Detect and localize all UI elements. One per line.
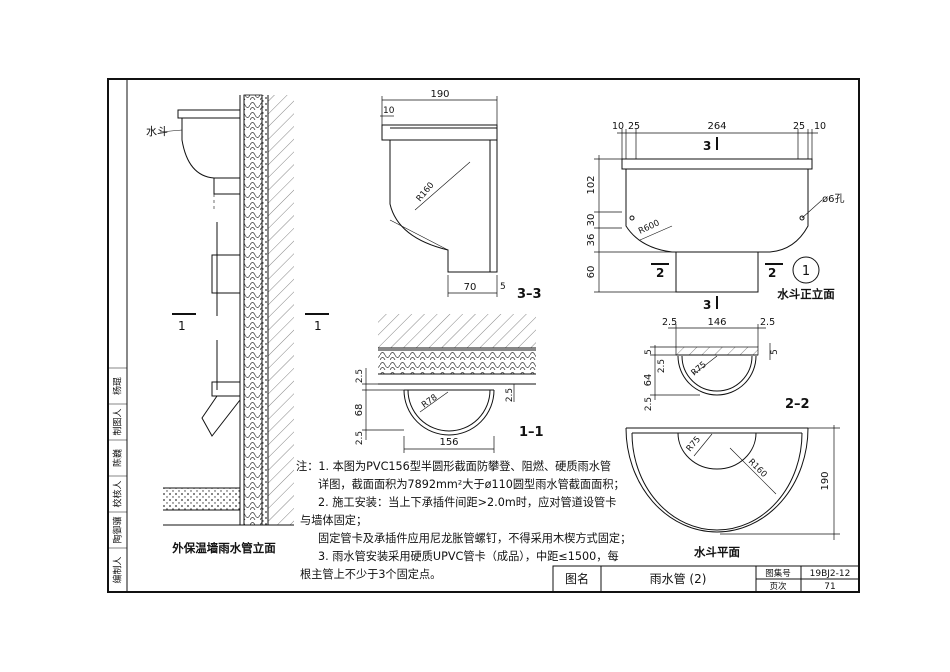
dim-front-top-3: 264 — [707, 121, 726, 132]
atlas-no-label: 图集号 — [765, 568, 791, 579]
section-1-1-insulation — [378, 350, 536, 374]
dim-front-left-2: 30 — [586, 214, 597, 227]
side-bar-label-1: 编制人 — [112, 556, 124, 583]
dim-3-3-gap: 5 — [500, 282, 506, 292]
side-bar-signature-6: 杨琨 — [112, 377, 124, 395]
dim-2-2-left-2: 2.5 — [657, 359, 667, 373]
dim-3-3-top: 190 — [430, 89, 449, 100]
hopper-shape — [177, 109, 241, 179]
elevation-view: 水斗 1 1 外保温墙雨水管立面 — [146, 94, 329, 555]
section-mark-3-top: 3 — [703, 139, 711, 153]
dim-2-2-top-1: 2.5 — [662, 317, 677, 328]
section-3-3-outline — [381, 124, 498, 273]
note-lead: 注： — [296, 460, 319, 473]
ground-slab — [163, 488, 240, 510]
wall-dots — [262, 95, 268, 525]
plan-dim-right: 190 — [820, 471, 831, 490]
dim-1-1-left-1: 2.5 — [355, 369, 365, 383]
section-mark-3-bottom: 3 — [703, 298, 711, 312]
side-bar-signature-4: 陈巍 — [112, 449, 124, 467]
dim-1-1-left-2: 68 — [354, 404, 365, 417]
dim-2-2-left-1: 5 — [644, 349, 654, 355]
drawing-name-label: 图名 — [565, 571, 589, 586]
dim-1-1-right: 2.5 — [505, 388, 515, 402]
front-pipe — [675, 251, 759, 293]
note-line-2: 详图，截面面积为7892mm²大于ø110圆型雨水管截面面积； — [318, 478, 625, 491]
side-bar-label-5: 制图人 — [112, 408, 124, 435]
side-bar-signature-2: 陶御骧 — [112, 516, 124, 543]
note-text-1: 1. 本图为PVC156型半圆形截面防攀登、阻燃、硬质雨水管 — [318, 460, 612, 473]
section-1-1: R78 2.5 68 2.5 2.5 156 1–1 — [354, 314, 544, 453]
note-line-3: 2. 施工安装：当上下承插件间距>2.0m时，应对管道设管卡 — [318, 496, 617, 509]
front-rim — [621, 158, 813, 170]
dim-front-left-4: 60 — [586, 266, 597, 279]
dim-front-top-5: 10 — [814, 121, 826, 132]
section-1-1-wall-hatch — [378, 314, 536, 348]
section-mark-2-left: 2 — [656, 266, 664, 280]
section-3-3-caption: 3–3 — [517, 287, 542, 302]
side-bar: 杨琨 制图人 陈巍 校核人 陶御骧 编制人 — [108, 367, 127, 584]
dim-2-2-right: 5 — [770, 349, 780, 355]
title-block: 图名 雨水管 (2) 图集号 19BJ2-12 页次 71 — [552, 565, 860, 593]
section-2-2-half-pipe — [677, 355, 757, 396]
note-line-7: 根主管上不少于3个固定点。 — [300, 568, 442, 581]
dim-2-2-left-4: 2.5 — [644, 397, 654, 411]
dim-3-3-pipe: 70 — [464, 282, 477, 293]
dim-2-2-left-3: 64 — [643, 374, 654, 387]
dim-front-top-2: 25 — [628, 121, 640, 132]
section-2-2-caption: 2–2 — [785, 397, 810, 412]
plan-inner-arc — [677, 432, 757, 470]
note-line-1: 注：1. 本图为PVC156型半圆形截面防攀登、阻燃、硬质雨水管 — [296, 458, 612, 476]
note-line-6: 3. 雨水管安装采用硬质UPVC管卡（成品），中距≤1500，每 — [318, 550, 619, 563]
note-line-4: 与墙体固定； — [300, 514, 368, 527]
drawing-name: 雨水管 (2) — [650, 571, 707, 586]
plan-caption: 水斗平面 — [694, 545, 740, 559]
section-mark-1-left: 1 — [178, 319, 186, 333]
section-2-2: R75 2.5 146 2.5 5 2.5 64 2.5 5 2–2 — [643, 317, 810, 412]
dim-2-2-top-3: 2.5 — [760, 317, 775, 328]
section-1-1-caption: 1–1 — [519, 425, 544, 440]
dim-front-left-1: 102 — [586, 175, 597, 194]
side-bar-label-3: 校核人 — [112, 480, 124, 507]
front-elevation-caption: 水斗正立面 — [777, 287, 835, 301]
dim-2-2-top-2: 146 — [707, 317, 726, 328]
section-1-1-half-pipe — [403, 389, 495, 436]
outer-border — [107, 78, 860, 593]
dim-front-left-3: 36 — [586, 234, 597, 247]
plan-radius-inner: R75 — [685, 435, 703, 454]
page-label: 页次 — [769, 581, 787, 592]
wall-hatch — [268, 95, 294, 525]
section-2-2-radius: R75 — [690, 360, 709, 378]
front-radius: R600 — [637, 218, 661, 236]
section-1-1-radius: R78 — [420, 393, 439, 411]
note-line-5: 固定管卡及承插件应用尼龙胀管螺钉，不得采用木楔方式固定； — [318, 532, 632, 545]
elevation-caption: 外保温墙雨水管立面 — [171, 541, 276, 555]
dim-1-1-bottom: 156 — [439, 437, 458, 448]
hole-label: ø6孔 — [822, 193, 844, 205]
hopper-front-elevation: R600 ø6孔 10 25 264 25 10 102 30 36 60 3 … — [586, 121, 844, 312]
front-body — [625, 168, 809, 253]
page-no: 71 — [824, 582, 835, 592]
section-2-2-hatch — [675, 346, 759, 356]
dim-front-top-1: 10 — [612, 121, 624, 132]
plan-outer-arc — [625, 427, 809, 533]
detail-circle — [792, 256, 820, 284]
insulation-layer — [243, 94, 263, 526]
hopper-plan: R75 R160 190 水斗平面 — [625, 425, 840, 559]
dim-front-top-4: 25 — [793, 121, 805, 132]
detail-no: 1 — [802, 264, 810, 279]
dim-3-3-lip: 10 — [383, 106, 395, 116]
plan-radius-outer: R160 — [746, 457, 769, 480]
atlas-no: 19BJ2-12 — [810, 569, 851, 579]
section-mark-1-right: 1 — [314, 319, 322, 333]
dim-1-1-left-3: 2.5 — [355, 431, 365, 445]
section-3-3: R160 190 10 70 5 3–3 — [380, 89, 542, 302]
hopper-label: 水斗 — [146, 125, 168, 138]
section-mark-2-right: 2 — [768, 266, 776, 280]
